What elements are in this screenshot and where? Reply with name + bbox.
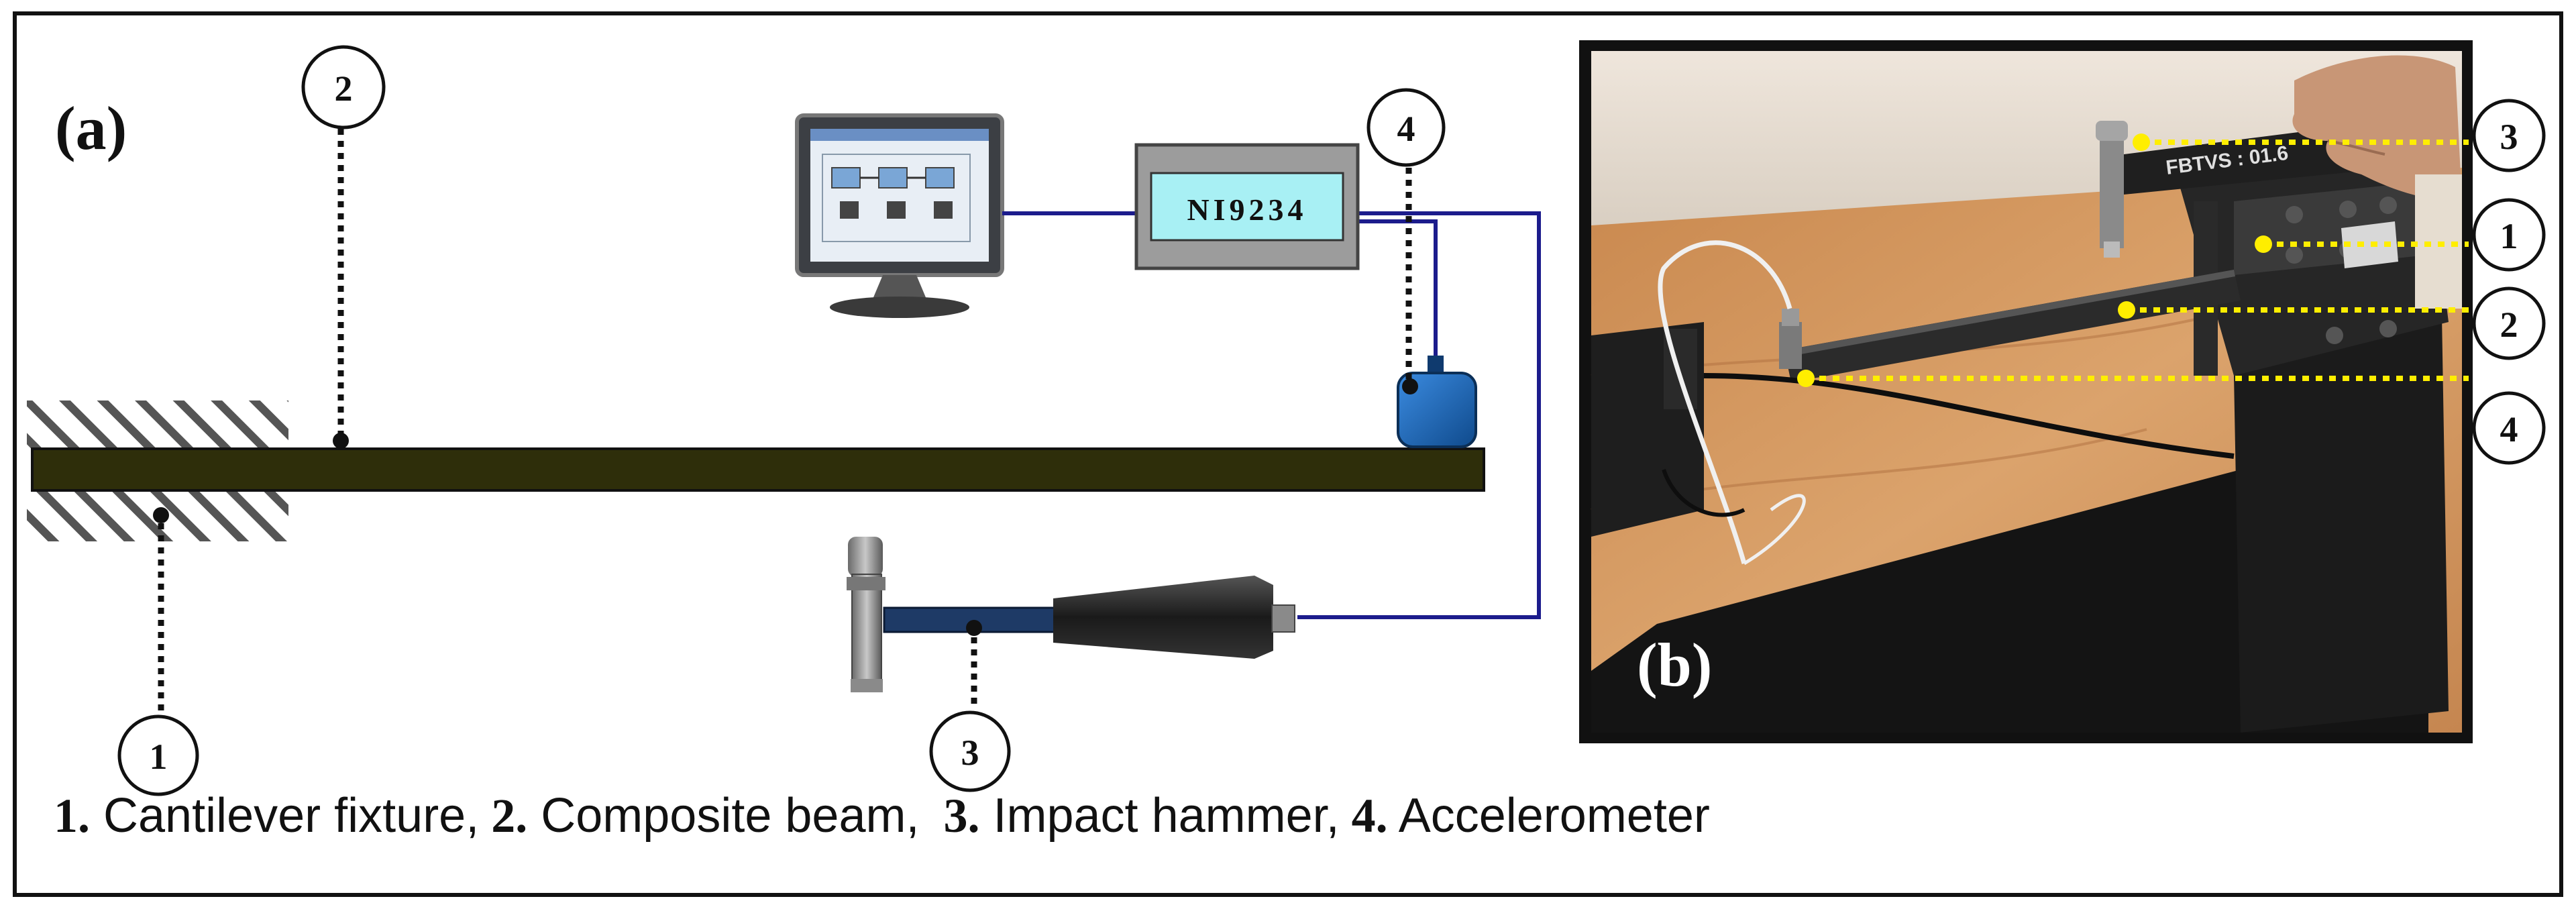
caption-number-4: 4. <box>1339 789 1388 843</box>
caption-text-4: Accelerometer <box>1387 789 1710 843</box>
panel-b-photo: FBTVS : 01.6 (b) <box>1579 40 2473 743</box>
callout-dot-1 <box>153 507 169 523</box>
photo-callout-number-1: 1 <box>2500 216 2518 256</box>
panel-b-label: (b) <box>1637 631 1712 699</box>
photo-callout-dot-1 <box>2255 235 2272 253</box>
composite-beam <box>31 447 1485 492</box>
callout-number-3: 3 <box>961 733 979 773</box>
caption-text-3: Impact hammer, <box>979 789 1340 843</box>
panel-b-callouts: 3 1 2 4 <box>2472 99 2546 465</box>
photo-callout-number-4: 4 <box>2500 409 2518 449</box>
photo-callout-number-2: 2 <box>2500 305 2518 345</box>
cable-daq-accelerometer <box>1354 219 1438 356</box>
photo-callout-number-3: 3 <box>2500 117 2518 157</box>
callout-dot-3 <box>966 620 982 636</box>
caption-number-1: 1. <box>54 789 90 843</box>
daq-module <box>1134 143 1360 270</box>
fixture-hatch-top <box>27 401 288 450</box>
callout-dot-2 <box>333 433 349 449</box>
callout-circle-1 <box>117 714 199 796</box>
cable-daq-hammer <box>1297 211 1541 619</box>
caption-text-2: Composite beam, <box>527 789 920 843</box>
daq-label: NI9234 <box>1187 193 1307 227</box>
caption-number-2: 2. <box>479 789 528 843</box>
callout-circle-3 <box>929 710 1011 792</box>
figure-border <box>13 11 2563 897</box>
callout-number-4: 4 <box>1397 109 1415 149</box>
panel-a-schematic: (a) 2 1 <box>27 45 1541 796</box>
callout-number-2: 2 <box>335 68 353 109</box>
callout-number-1: 1 <box>150 737 168 777</box>
impact-hammer <box>847 537 1295 692</box>
computer-monitor <box>795 113 1004 318</box>
callout-dot-4 <box>1402 378 1418 394</box>
accelerometer <box>1397 356 1477 448</box>
callout-circle-4 <box>1366 88 1446 167</box>
figure-caption: 1. Cantilever fixture, 2. Composite beam… <box>54 788 1710 855</box>
photo-callout-circle-3 <box>2472 99 2546 172</box>
panel-a-label: (a) <box>55 94 127 162</box>
photo-callout-circle-4 <box>2472 391 2546 465</box>
photo-callout-dot-3 <box>2133 134 2150 151</box>
photo-callout-circle-1 <box>2472 198 2546 272</box>
caption-text-1: Cantilever fixture, <box>90 789 480 843</box>
caption-number-3: 3. <box>919 789 980 843</box>
photo-callout-circle-2 <box>2472 286 2546 360</box>
callout-circle-2 <box>301 45 386 129</box>
photo-callout-dot-4 <box>1797 370 1815 387</box>
photo-scene <box>1591 51 2462 733</box>
photo-callout-dot-2 <box>2118 301 2135 319</box>
